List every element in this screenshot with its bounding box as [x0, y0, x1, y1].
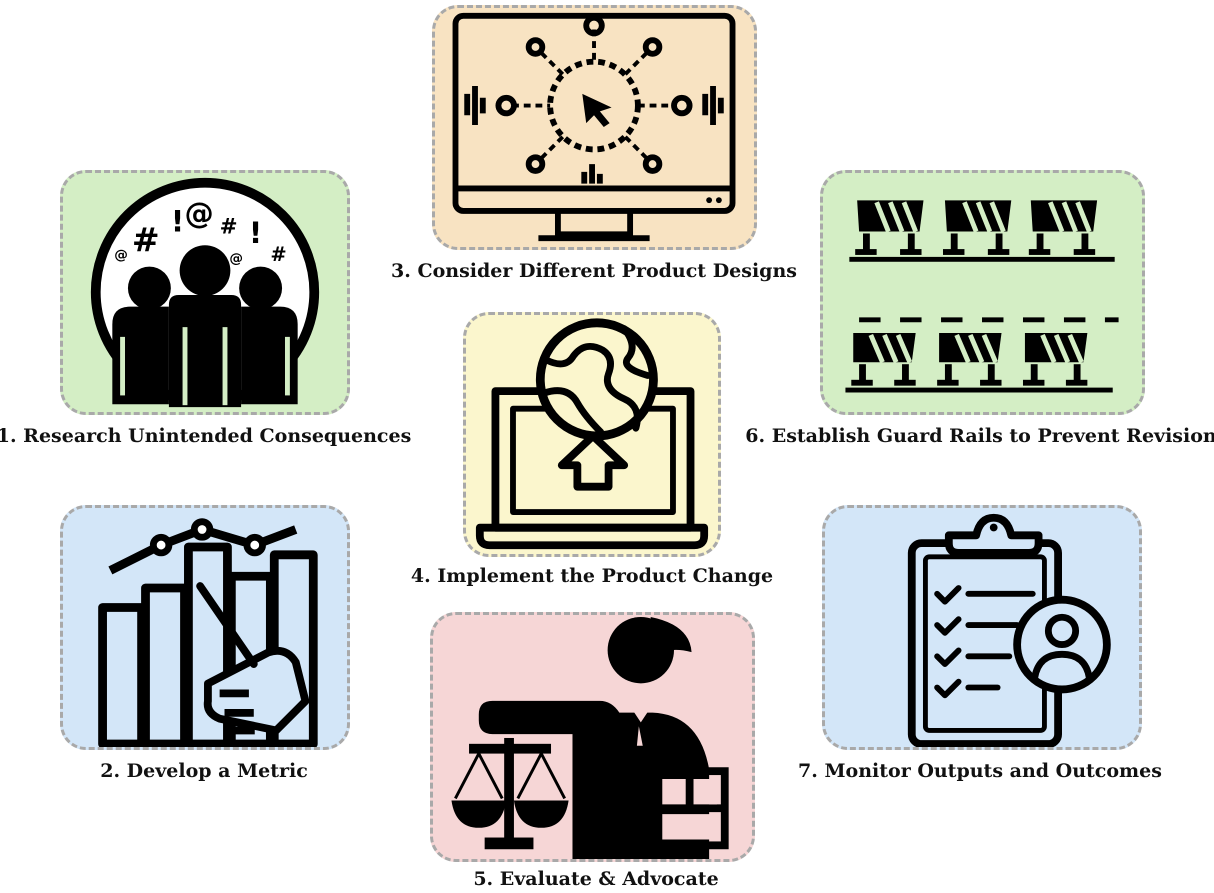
advocate-scales-icon [451, 616, 729, 859]
symbol-5: @ [229, 251, 243, 267]
step-5-card [430, 612, 755, 862]
symbol-7: # [270, 243, 286, 266]
guard-rails-icon [845, 200, 1119, 393]
step-2-label: 2. Develop a Metric [100, 760, 308, 782]
symbol-1: # [132, 220, 160, 259]
step-4-label: 4. Implement the Product Change [410, 565, 774, 587]
laptop-globe-icon [475, 318, 709, 550]
lane-dashes [859, 317, 1119, 323]
rail-row-bottom [845, 332, 1113, 393]
step-4-card [463, 312, 721, 557]
symbol-6: ! [249, 216, 262, 250]
step-1-label: 1. Research Unintended Consequences [0, 425, 412, 447]
symbol-2: ! [171, 205, 184, 239]
symbol-4: # [220, 214, 238, 239]
step-5-label: 5. Evaluate & Advocate [473, 868, 719, 890]
step-7-card [822, 505, 1142, 750]
step-6-label: 6. Establish Guard Rails to Prevent Revi… [745, 425, 1214, 447]
crowd-icon: @ # ! @ # @ ! # [90, 177, 320, 408]
rail-row-top [849, 200, 1115, 262]
symbol-3: @ [185, 197, 214, 231]
metric-chart-icon [98, 518, 318, 747]
step-1-card: @ # ! @ # @ ! # [60, 170, 350, 415]
step-6-card [820, 170, 1145, 415]
step-7-label: 7. Monitor Outputs and Outcomes [798, 760, 1162, 782]
step-3-card [432, 5, 757, 250]
clipboard-user-icon [907, 513, 1111, 747]
symbol-0: @ [114, 247, 128, 263]
step-2-card [60, 505, 350, 750]
step-3-label: 3. Consider Different Product Designs [391, 260, 797, 282]
monitor-design-icon [452, 12, 736, 242]
